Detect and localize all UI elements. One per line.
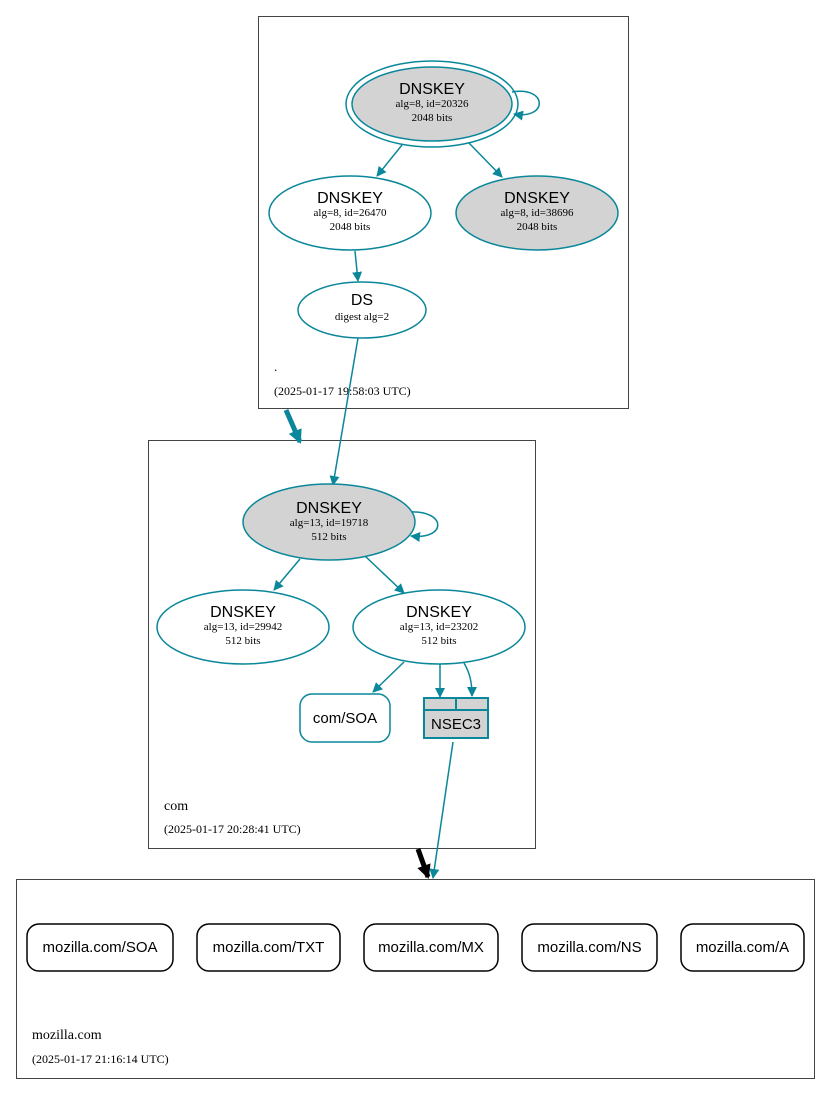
record-label: mozilla.com/NS	[537, 939, 641, 956]
node-title: DS	[351, 292, 373, 309]
node-line1: digest alg=2	[335, 311, 389, 323]
edge-root-ksk-self	[511, 90, 540, 121]
node-label: NSEC3	[431, 716, 481, 733]
edge-nsec3-to-mozilla	[429, 741, 454, 879]
zone-box-root	[258, 16, 629, 409]
node-line1: alg=8, id=20326	[396, 98, 469, 110]
edge-ds-to-com-ksk	[329, 337, 359, 486]
node-com-key-b[interactable]: DNSKEY alg=13, id=23202 512 bits	[352, 589, 526, 665]
edge-delegation-com-to-mozilla	[415, 848, 431, 879]
record-node[interactable]: mozilla.com/NS	[521, 923, 658, 972]
node-title: DNSKEY	[296, 500, 362, 517]
mozilla-records-group: mozilla.com/SOA mozilla.com/TXT mozilla.co…	[26, 923, 805, 972]
node-title: DNSKEY	[504, 190, 570, 207]
edge-com-ksk-to-key-a	[273, 558, 301, 591]
node-root-ksk[interactable]: DNSKEY alg=8, id=20326 2048 bits	[345, 60, 519, 148]
node-label: com/SOA	[313, 710, 377, 727]
edge-com-ksk-self	[408, 511, 439, 542]
node-com-key-a[interactable]: DNSKEY alg=13, id=29942 512 bits	[156, 589, 330, 665]
zone-name-root: .	[274, 359, 277, 374]
record-node[interactable]: mozilla.com/MX	[363, 923, 499, 972]
record-node[interactable]: mozilla.com/A	[680, 923, 805, 972]
node-line2: 512 bits	[225, 635, 260, 647]
node-com-soa[interactable]: com/SOA	[299, 693, 391, 743]
record-label: mozilla.com/A	[696, 939, 789, 956]
zone-timestamp-mozilla: (2025-01-17 21:16:14 UTC)	[32, 1052, 169, 1066]
zone-name-mozilla: mozilla.com	[32, 1028, 102, 1043]
record-label: mozilla.com/SOA	[42, 939, 157, 956]
zone-box-com	[148, 440, 536, 849]
node-title: DNSKEY	[317, 190, 383, 207]
zone-timestamp-root: (2025-01-17 19:58:03 UTC)	[274, 384, 411, 398]
zone-name-com: com	[164, 799, 188, 814]
node-line2: 2048 bits	[330, 221, 371, 233]
edge-root-ksk-to-standby	[468, 142, 503, 178]
record-node[interactable]: mozilla.com/SOA	[26, 923, 174, 972]
record-label: mozilla.com/TXT	[213, 939, 325, 956]
node-root-zsk[interactable]: DNSKEY alg=8, id=26470 2048 bits	[268, 175, 432, 251]
node-com-ksk[interactable]: DNSKEY alg=13, id=19718 512 bits	[242, 483, 416, 561]
node-com-nsec3[interactable]: NSEC3	[423, 697, 489, 739]
node-line2: 2048 bits	[412, 112, 453, 124]
node-title: DNSKEY	[210, 604, 276, 621]
edge-root-ksk-to-zsk	[376, 144, 403, 177]
node-title: DNSKEY	[399, 81, 465, 98]
node-root-ds[interactable]: DS digest alg=2	[297, 281, 427, 339]
zone-box-mozilla	[16, 879, 815, 1079]
zone-timestamp-com: (2025-01-17 20:28:41 UTC)	[164, 822, 301, 836]
node-line2: 512 bits	[311, 531, 346, 543]
node-line1: alg=13, id=23202	[400, 621, 478, 633]
node-line2: 2048 bits	[517, 221, 558, 233]
node-line1: alg=13, id=29942	[204, 621, 282, 633]
record-node[interactable]: mozilla.com/TXT	[196, 923, 341, 972]
node-line1: alg=8, id=26470	[314, 207, 387, 219]
edge-key-b-to-nsec3-b	[463, 662, 477, 697]
node-line2: 512 bits	[421, 635, 456, 647]
node-title: DNSKEY	[406, 604, 472, 621]
node-line1: alg=8, id=38696	[501, 207, 574, 219]
edge-com-ksk-to-key-b	[364, 555, 405, 594]
node-line1: alg=13, id=19718	[290, 517, 369, 529]
record-label: mozilla.com/MX	[378, 939, 484, 956]
edge-key-b-to-soa	[372, 661, 405, 693]
edge-delegation-root-to-com	[283, 408, 303, 444]
edge-root-zsk-to-ds	[352, 250, 363, 282]
node-root-standby[interactable]: DNSKEY alg=8, id=38696 2048 bits	[455, 175, 619, 251]
